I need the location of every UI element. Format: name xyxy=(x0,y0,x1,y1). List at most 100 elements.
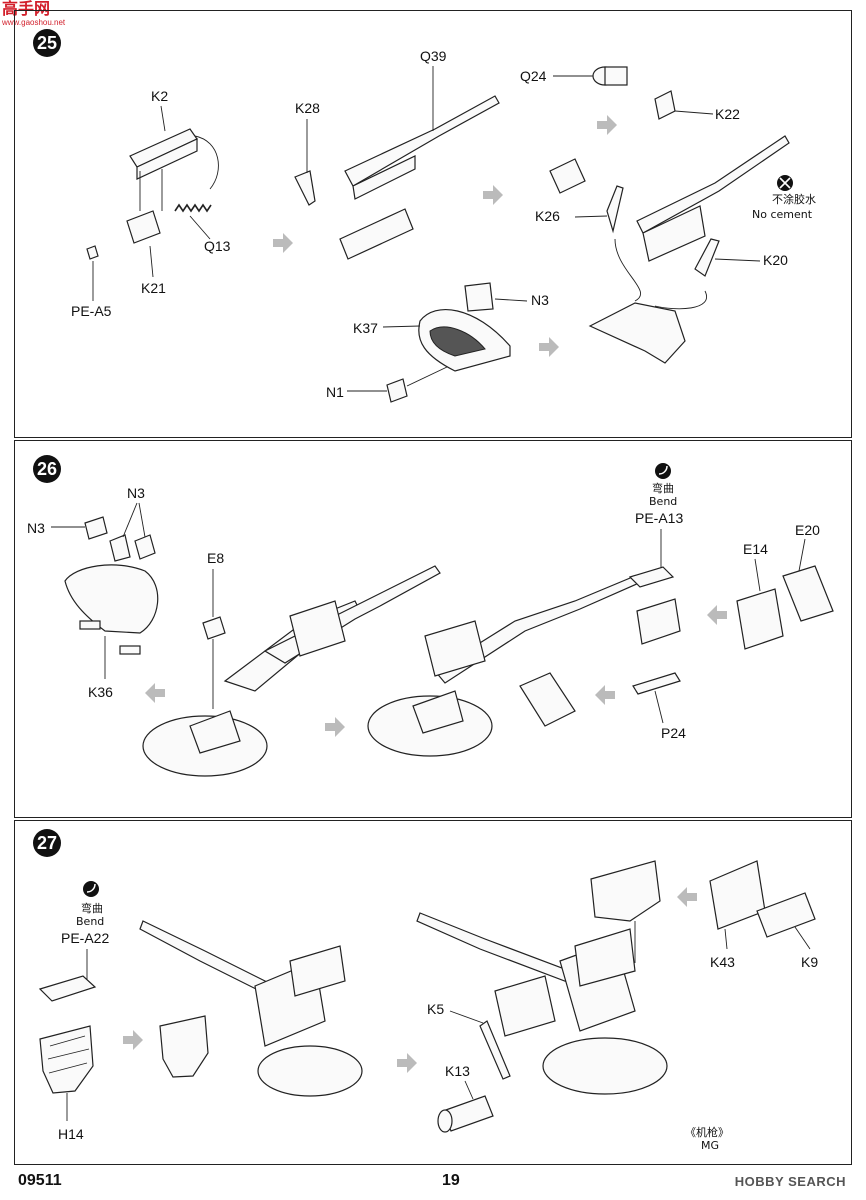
step-26-illustration: 26 N3 N3 K36 E8 xyxy=(27,455,834,777)
label-k43: K43 xyxy=(710,954,735,970)
part-n3-a xyxy=(109,534,131,562)
bracket-k28 xyxy=(294,170,316,206)
photo-etch-pe-a22 xyxy=(38,975,97,1002)
lid-e20 xyxy=(782,565,834,622)
page-footer: 09511 19 HOBBY SEARCH xyxy=(0,1170,866,1200)
part-n3-left xyxy=(84,516,108,540)
label-k13: K13 xyxy=(445,1063,470,1079)
step-27-illustration: 27 弯曲 Bend PE-A22 H14 xyxy=(33,829,818,1152)
bend-note-cn: 弯曲 xyxy=(652,481,674,495)
label-k28: K28 xyxy=(295,100,320,116)
step-number-26: 26 xyxy=(37,459,57,479)
step-27-panel: 27 弯曲 Bend PE-A22 H14 xyxy=(14,820,852,1165)
handle-k13 xyxy=(437,1095,494,1133)
machine-gun-q39 xyxy=(339,95,500,260)
direction-arrow xyxy=(677,887,697,907)
ammo-box-e14 xyxy=(736,588,784,650)
bend-note-en: Bend xyxy=(649,495,677,508)
direction-arrow xyxy=(145,683,165,703)
direction-arrow xyxy=(273,233,293,253)
hobby-search-logo: HOBBY SEARCH xyxy=(734,1174,846,1189)
ammo-basket xyxy=(159,1015,209,1078)
ring-mount-k36 xyxy=(64,564,159,655)
page-number: 19 xyxy=(442,1172,460,1189)
label-n3-top: N3 xyxy=(127,485,145,501)
label-e8: E8 xyxy=(207,550,224,566)
no-cement-note-cn: 不涂胶水 xyxy=(772,192,816,206)
direction-arrow xyxy=(597,115,617,135)
ring-mount-k37 xyxy=(418,308,511,372)
block-k9 xyxy=(756,892,816,938)
no-cement-icon xyxy=(777,175,793,191)
part-p24 xyxy=(632,672,681,695)
step-badge-26 xyxy=(33,455,61,483)
gun-receiver-k2 xyxy=(129,128,198,180)
label-k37: K37 xyxy=(353,320,378,336)
label-pe-a13: PE-A13 xyxy=(635,510,683,526)
watermark-url: www.gaoshou.net xyxy=(2,18,66,27)
label-k26: K26 xyxy=(535,208,560,224)
gun-turret-assembly-b xyxy=(367,575,640,757)
direction-arrow xyxy=(325,717,345,737)
gun-shield-mount xyxy=(588,302,686,364)
label-k5: K5 xyxy=(427,1001,444,1017)
ammo-basket-h14 xyxy=(39,1025,94,1094)
mg-caption-cn: 《机枪》 xyxy=(685,1125,729,1139)
machine-gun-assembly xyxy=(636,135,790,262)
label-e20: E20 xyxy=(795,522,820,538)
direction-arrow xyxy=(483,185,503,205)
label-n3: N3 xyxy=(531,292,549,308)
part-n3-b xyxy=(134,534,156,560)
label-n3-left: N3 xyxy=(27,520,45,536)
label-e14: E14 xyxy=(743,541,768,557)
label-k22: K22 xyxy=(715,106,740,122)
part-n3 xyxy=(464,282,494,312)
gun-turret-assembly-a xyxy=(142,565,441,777)
step-26-panel: 26 N3 N3 K36 E8 xyxy=(14,440,852,818)
direction-arrow xyxy=(539,337,559,357)
label-q13: Q13 xyxy=(204,238,231,254)
part-k22 xyxy=(654,90,676,120)
step-number-25: 25 xyxy=(37,33,57,53)
gun-turret-assembly-final xyxy=(416,912,668,1095)
part-k26 xyxy=(606,185,624,234)
lever-k5 xyxy=(479,1020,511,1080)
bend-note-cn: 弯曲 xyxy=(81,901,103,915)
label-k20: K20 xyxy=(763,252,788,268)
step-number-27: 27 xyxy=(37,833,57,853)
gun-turret-assembly xyxy=(139,920,363,1097)
label-k2: K2 xyxy=(151,88,168,104)
label-p24: P24 xyxy=(661,725,686,741)
step-badge-27 xyxy=(33,829,61,857)
ammo-box xyxy=(636,598,681,645)
direction-arrow xyxy=(595,685,615,705)
step-badge-25 xyxy=(33,29,61,57)
label-n1: N1 xyxy=(326,384,344,400)
step-25-illustration: 25 K2 Q13 K21 PE-A5 Q39 xyxy=(33,29,816,403)
part-k26-cover xyxy=(549,158,586,194)
cylinder-q24 xyxy=(592,66,628,86)
label-pe-a5: PE-A5 xyxy=(71,303,112,319)
label-q24: Q24 xyxy=(520,68,547,84)
bend-icon xyxy=(655,463,671,479)
part-k20 xyxy=(694,238,720,277)
direction-arrow xyxy=(123,1030,143,1050)
photo-etch-pe-a5 xyxy=(86,245,99,260)
bend-icon xyxy=(83,881,99,897)
part-e8 xyxy=(202,616,226,640)
label-k21: K21 xyxy=(141,280,166,296)
bend-note-en: Bend xyxy=(76,915,104,928)
kit-code: 09511 xyxy=(18,1172,62,1189)
part-n1 xyxy=(386,378,408,403)
label-h14: H14 xyxy=(58,1126,84,1142)
plate-k43 xyxy=(709,860,766,930)
no-cement-note-en: No cement xyxy=(752,208,813,221)
part-k21 xyxy=(126,210,161,244)
direction-arrow xyxy=(707,605,727,625)
gun-shield xyxy=(590,860,661,922)
label-k36: K36 xyxy=(88,684,113,700)
label-k9: K9 xyxy=(801,954,818,970)
label-pe-a22: PE-A22 xyxy=(61,930,109,946)
photo-etch-pe-a13 xyxy=(628,566,675,588)
direction-arrow xyxy=(397,1053,417,1073)
